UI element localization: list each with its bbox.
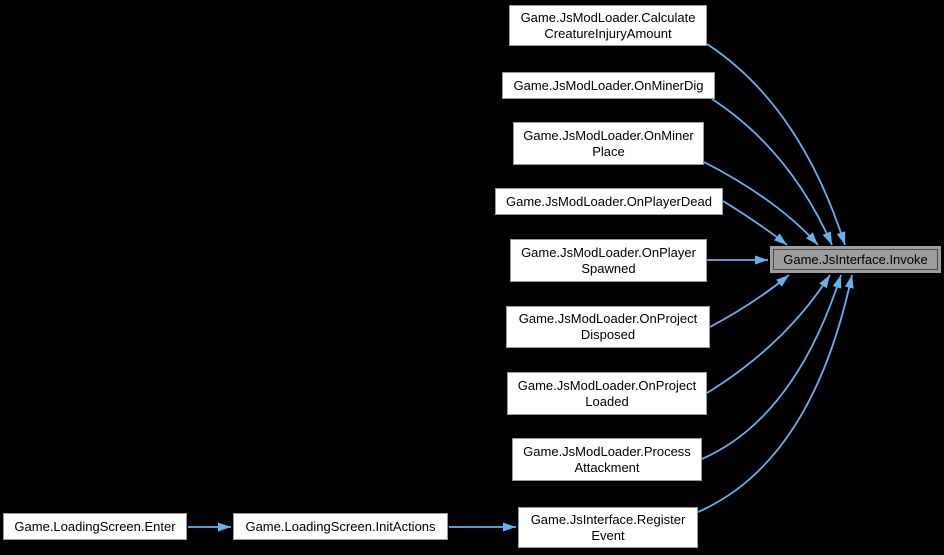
node-label-line: Game.JsModLoader.OnProject: [517, 377, 697, 393]
node-label-line: Game.JsModLoader.OnPlayerDead: [506, 193, 712, 209]
node-label-line: Game.LoadingScreen.Enter: [14, 518, 176, 534]
node-on-player-dead[interactable]: Game.JsModLoader.OnPlayerDead: [495, 188, 723, 215]
node-on-project-loaded[interactable]: Game.JsModLoader.OnProject Loaded: [507, 372, 707, 415]
edge-minerdig-to-invoke: [711, 98, 833, 246]
node-label-line: Game.JsModLoader.OnMinerDig: [513, 77, 704, 93]
node-label-line: Game.JsInterface.Invoke: [783, 251, 928, 267]
node-label-line: Game.JsModLoader.Process: [523, 443, 691, 459]
node-on-project-disposed[interactable]: Game.JsModLoader.OnProject Disposed: [506, 306, 710, 348]
node-label-line: Disposed: [580, 327, 636, 342]
node-label-line: Game.JsInterface.Register: [530, 511, 686, 527]
node-on-miner-dig[interactable]: Game.JsModLoader.OnMinerDig: [502, 72, 715, 99]
edge-projectloaded-to-invoke: [706, 274, 831, 394]
node-label-line: Loaded: [585, 393, 629, 409]
edge-playerdead-to-invoke: [722, 200, 788, 246]
node-loading-screen-enter[interactable]: Game.LoadingScreen.Enter: [3, 513, 187, 540]
node-loading-screen-init-actions[interactable]: Game.LoadingScreen.InitActions: [233, 513, 448, 540]
edge-minerplace-to-invoke: [703, 161, 819, 246]
node-register-event[interactable]: Game.JsInterface.Register Event: [518, 507, 698, 548]
node-label-line: Place: [592, 143, 625, 159]
node-label-line: Game.JsModLoader.Calculate: [520, 9, 696, 25]
node-label-line: Game.LoadingScreen.InitActions: [245, 518, 436, 534]
node-label-line: Game.JsModLoader.OnProject: [518, 311, 698, 326]
node-label-line: Game.JsModLoader.OnMiner: [523, 127, 694, 143]
edge-registerevent-to-invoke: [697, 274, 854, 513]
node-label-line: Spawned: [581, 260, 636, 276]
node-on-player-spawned[interactable]: Game.JsModLoader.OnPlayer Spawned: [510, 239, 707, 282]
node-label-line: CreatureInjuryAmount: [544, 25, 672, 41]
node-calculate-creature-injury-amount[interactable]: Game.JsModLoader.Calculate CreatureInjur…: [509, 5, 707, 46]
node-label-line: Game.JsModLoader.OnPlayer: [521, 244, 696, 260]
node-js-interface-invoke-current[interactable]: Game.JsInterface.Invoke: [770, 246, 941, 273]
edge-processattackment-to-invoke: [701, 274, 842, 460]
edge-calculate-to-invoke: [706, 43, 846, 246]
node-label-line: Attackment: [574, 459, 640, 475]
node-label-line: Event: [591, 527, 625, 543]
edge-projectdisposed-to-invoke: [709, 274, 790, 328]
focus-node-frame: Game.JsInterface.Invoke: [773, 249, 938, 270]
node-process-attackment[interactable]: Game.JsModLoader.Process Attackment: [512, 438, 702, 481]
node-on-miner-place[interactable]: Game.JsModLoader.OnMiner Place: [513, 122, 704, 165]
